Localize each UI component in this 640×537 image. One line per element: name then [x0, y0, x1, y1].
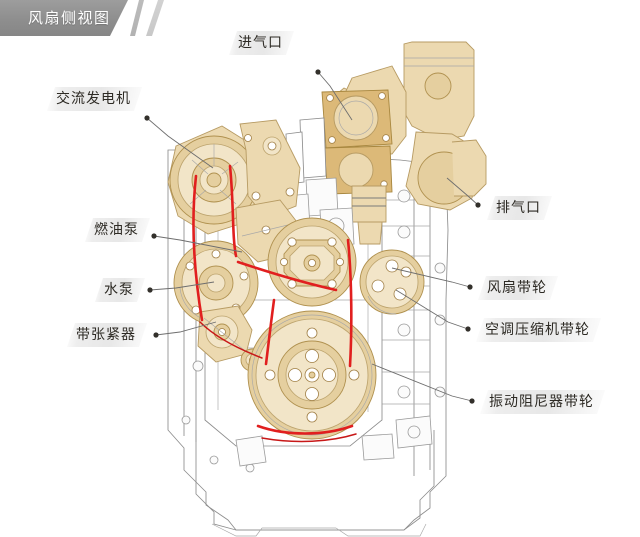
leader-dot-exhaust-port: [475, 202, 481, 208]
leader-dot-belt-tensioner: [153, 332, 159, 338]
leader-line-alternator: [146, 117, 214, 169]
serpentine-belt-routing: [192, 164, 357, 443]
banner-slash-1: [130, 0, 144, 36]
intake-exhaust-assembly: [321, 41, 487, 245]
leader-line-ac-compressor-pulley: [395, 289, 469, 330]
leader-line-water-pump: [149, 281, 215, 291]
banner-slash-2: [146, 0, 164, 36]
callout-label-exhaust-port: 排气口: [487, 196, 552, 220]
callout-label-air-intake: 进气口: [229, 31, 294, 55]
leader-dot-water-pump: [147, 287, 153, 293]
leader-line-fan-pulley: [391, 267, 471, 288]
callout-label-water-pump: 水泵: [95, 278, 145, 302]
leader-dot-ac-compressor-pulley: [465, 326, 471, 332]
leader-line-fuel-pump: [153, 235, 243, 253]
leader-dot-fan-pulley: [467, 284, 473, 290]
leader-line-exhaust-port: [446, 177, 479, 206]
leader-line-belt-tensioner: [155, 321, 217, 336]
leader-dot-fuel-pump: [151, 233, 157, 239]
leader-line-air-intake: [317, 71, 353, 121]
callout-label-fan-pulley: 风扇带轮: [478, 276, 558, 300]
leader-dot-alternator: [144, 115, 150, 121]
lower-brackets: [235, 415, 433, 467]
leader-dot-vibration-damper-pulley: [469, 398, 475, 404]
callout-label-alternator: 交流发电机: [47, 87, 142, 111]
callout-label-belt-tensioner: 带张紧器: [67, 323, 147, 347]
callout-label-fuel-pump: 燃油泵: [85, 218, 150, 242]
ac-compressor-pulley: [359, 249, 425, 315]
leader-line-vibration-damper-pulley: [371, 363, 473, 402]
title-banner: 风扇侧视图: [0, 0, 175, 36]
leader-dot-air-intake: [315, 69, 321, 75]
fan-pulley-assembly: [267, 217, 357, 307]
callout-leader-lines: [144, 69, 481, 404]
callout-label-ac-compressor-pulley: 空调压缩机带轮: [476, 318, 601, 342]
banner-background: [0, 0, 128, 36]
vibration-damper-pulley: [247, 310, 377, 440]
banner-title: 风扇侧视图: [28, 9, 111, 27]
callout-label-vibration-damper-pulley: 振动阻尼器带轮: [480, 390, 605, 414]
